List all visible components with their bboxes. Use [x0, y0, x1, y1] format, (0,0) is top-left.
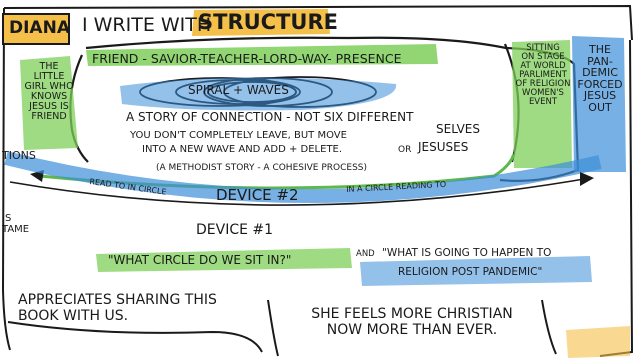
pandemic-note: THE PAN- DEMIC FORCED JESUS OUT: [577, 43, 623, 114]
device-2-label: DEVICE #2: [216, 186, 299, 204]
is-tame-text: IS TAME: [2, 213, 30, 235]
methodist-line: (A METHODIST STORY - A COHESIVE PROCESS): [156, 163, 368, 173]
right-green-highlight: [512, 40, 572, 168]
move-line-2: INTO A NEW WAVE AND ADD + DELETE.: [142, 144, 343, 155]
move-line-1: YOU DON'T COMPLETELY LEAVE, BUT MOVE: [130, 130, 347, 141]
intro-text: I WRITE WITH: [82, 14, 212, 36]
jesuses-text: JESUSES: [418, 140, 469, 154]
feels-christian-note: SHE FEELS MORE CHRISTIAN NOW MORE THAN E…: [311, 306, 513, 339]
little-girl-note: THE LITTLE GIRL WHO KNOWS JESUS IS FRIEN…: [24, 61, 74, 122]
question-2-line-1: "WHAT IS GOING TO HAPPEN TO: [382, 247, 552, 259]
question-blue-highlight: [360, 256, 592, 286]
story-line: A STORY OF CONNECTION - NOT SIX DIFFEREN…: [126, 110, 414, 124]
structure-highlight: [192, 9, 330, 36]
spiral-label: SPIRAL + WAVES: [188, 83, 289, 97]
appreciates-note: APPRECIATES SHARING THIS BOOK WITH US.: [18, 292, 217, 325]
circle-band: [4, 151, 602, 204]
left-green-highlight: [20, 56, 78, 150]
bottom-right-frame: [267, 299, 557, 357]
question-2-line-2: RELIGION POST PANDEMIC": [398, 266, 543, 278]
right-blue-highlight: [572, 36, 626, 172]
bottom-right-fill: [566, 326, 630, 358]
sitting-on-stage-note: SITTING ON STAGE AT WORLD PARLIMENT OF R…: [515, 43, 571, 107]
spiral-blue-wash: [120, 77, 397, 111]
question-1: "WHAT CIRCLE DO WE SIT IN?": [108, 253, 292, 267]
circle-arrowhead: [580, 172, 594, 186]
tions-text: TIONS: [2, 149, 36, 162]
structure-text: STRUCTURE: [198, 10, 338, 34]
question-green-highlight: [96, 248, 352, 272]
selves-text: SELVES: [436, 122, 480, 136]
name-tag: DIANA: [9, 18, 70, 38]
device-1-label: DEVICE #1: [196, 222, 274, 238]
titles-line: FRIEND - SAVIOR-TEACHER-LORD-WAY- PRESEN…: [92, 51, 402, 66]
bottom-left-frame: [7, 321, 263, 353]
and-text: AND: [356, 249, 375, 259]
circle-arrow-icon: [9, 177, 591, 206]
name-tag-box: [2, 13, 70, 45]
or-text: OR: [398, 145, 412, 155]
top-line-green-highlight: [86, 44, 438, 66]
